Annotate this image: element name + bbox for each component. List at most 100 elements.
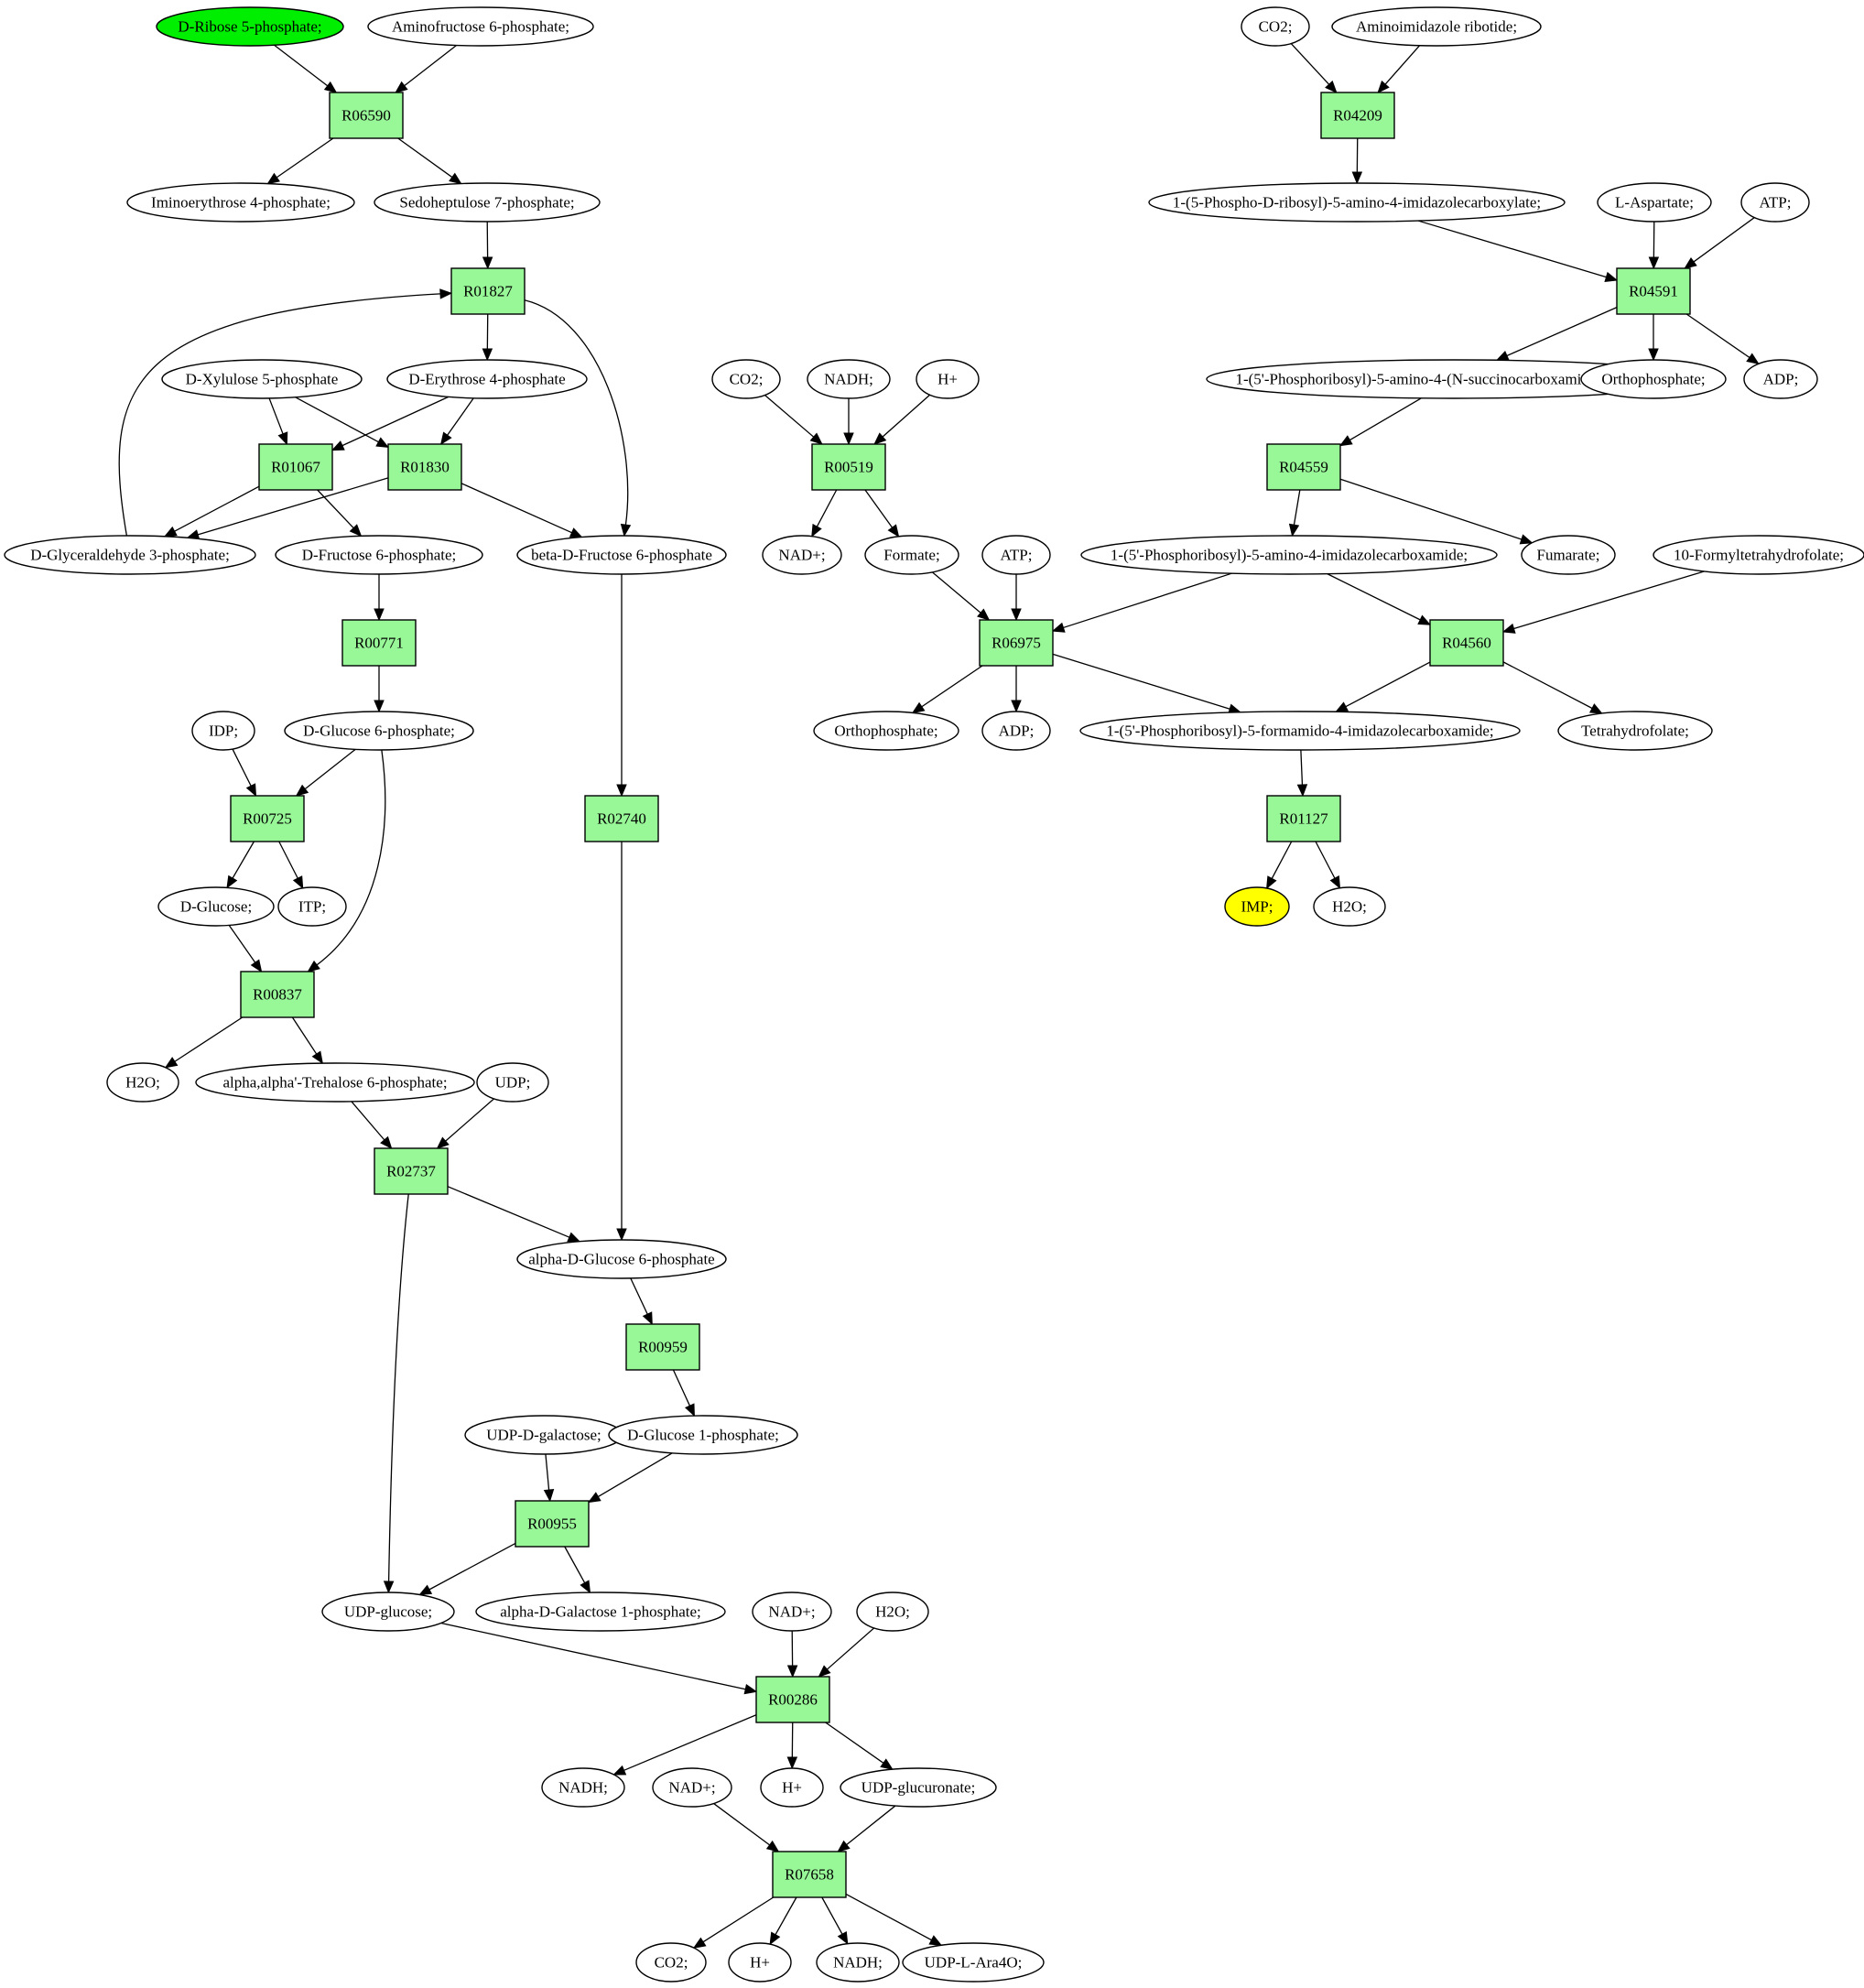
reaction-node-r06975: R06975 <box>979 619 1054 667</box>
m-faicar-label: 1-(5'-Phosphoribosyl)-5-formamido-4-imid… <box>1106 722 1493 740</box>
edge-r-R00837-to-m-tre6p <box>291 1016 318 1055</box>
edge-r-R00955-to-m-udpglc <box>428 1542 516 1591</box>
metabolite-shape-atp-a <box>981 535 1051 575</box>
metabolite-shape-nadp-b <box>652 1767 732 1808</box>
metabolite-node-nadp-b: NAD+; <box>652 1767 732 1808</box>
reaction-node-r01067: R01067 <box>258 443 333 491</box>
edge-m-afruc6p-to-r-R06590-arrowhead <box>395 81 408 93</box>
edge-m-h2o-b-to-r-R00286 <box>826 1627 875 1670</box>
edge-m-cair-to-r-R04591 <box>1417 220 1607 278</box>
edge-r-R04560-to-m-faicar-arrowhead <box>1335 701 1349 712</box>
m-itp-label: ITP; <box>298 898 326 916</box>
edge-m-aicar-to-r-R04560 <box>1327 573 1421 621</box>
edge-m-glc6p-to-r-R00837 <box>316 749 386 966</box>
edge-r-R02740-to-m-aglc6p-arrowhead <box>616 1228 627 1242</box>
edge-m-10fthf-to-r-R04560-arrowhead <box>1501 623 1516 634</box>
metabolite-shape-cair <box>1148 182 1566 223</box>
edge-r-R07658-to-m-nadh-b <box>821 1896 843 1935</box>
metabolite-shape-bfru6p <box>516 535 727 575</box>
edge-r-R06590-to-m-sedo7p <box>397 137 453 179</box>
edge-m-sedo7p-to-r-R01827-arrowhead <box>482 256 493 270</box>
edge-m-saicar-to-r-R04559-arrowhead <box>1338 435 1353 447</box>
metabolite-node-itp: ITP; <box>277 886 347 927</box>
metabolite-node-ortho-b: Orthophosphate; <box>1580 359 1727 399</box>
reaction-box-r00771 <box>341 619 417 667</box>
edge-r-R00519-to-m-formate <box>864 489 894 528</box>
edge-m-tre6p-to-r-R02737-arrowhead <box>380 1135 393 1149</box>
r-R04209-label: R04209 <box>1333 107 1382 125</box>
edge-r-R04559-to-m-fumarate <box>1339 478 1523 540</box>
edge-r-R01830-to-m-bfru6p-arrowhead <box>569 527 583 538</box>
m-aglc6p-label: alpha-D-Glucose 6-phosphate <box>528 1251 714 1268</box>
edge-r-R04209-to-m-cair-arrowhead <box>1351 171 1363 185</box>
reaction-node-r00955: R00955 <box>515 1500 590 1548</box>
metabolite-shape-adp-a <box>981 711 1051 751</box>
m-nadp-c-label: NAD+; <box>778 547 825 564</box>
m-atp-a-label: ATP; <box>1001 547 1033 564</box>
edge-r-R01830-to-m-gap <box>197 477 389 536</box>
m-h-a-label: H+ <box>782 1779 802 1797</box>
edge-m-ery4p-to-r-R01067 <box>341 396 450 447</box>
edge-r-R00837-to-m-h2o-a <box>174 1016 244 1062</box>
metabolite-node-udp-a: UDP; <box>476 1062 549 1103</box>
m-agal1p-label: alpha-D-Galactose 1-phosphate; <box>500 1603 701 1621</box>
edge-m-glc-to-r-R00837-arrowhead <box>250 959 263 973</box>
reaction-box-r06975 <box>979 619 1054 667</box>
metabolite-node-h2o-b: H2O; <box>856 1591 929 1632</box>
edge-m-gap-to-r-R01827-arrowhead <box>439 288 453 299</box>
edge-m-tre6p-to-r-R02737 <box>351 1101 385 1141</box>
edge-m-atp-a-to-r-R06975-arrowhead <box>1011 608 1022 622</box>
reaction-box-r01127 <box>1266 795 1341 842</box>
edge-r-R04591-to-m-ortho-b-arrowhead <box>1648 348 1659 362</box>
r-R01827-label: R01827 <box>463 283 513 300</box>
reaction-box-r00725 <box>230 795 305 842</box>
reaction-node-r07658: R07658 <box>772 1851 847 1898</box>
metabolite-node-adp-a: ADP; <box>981 711 1051 751</box>
metabolite-node-ery4p: D-Erythrose 4-phosphate <box>386 359 588 399</box>
reaction-box-r02740 <box>584 795 659 842</box>
m-nadh-c-label: NADH; <box>824 371 873 388</box>
edge-m-h-c-to-r-R00519 <box>882 394 931 438</box>
edge-m-udpglcur-to-r-R07658 <box>846 1805 896 1846</box>
m-glc6p-label: D-Glucose 6-phosphate; <box>303 722 455 740</box>
edge-r-R01067-to-m-fru6p <box>317 489 354 529</box>
metabolite-node-nadh-a: NADH; <box>541 1767 625 1808</box>
edge-r-R07658-to-m-udpara <box>845 1893 932 1941</box>
edge-m-gap-to-r-R01827 <box>118 293 441 537</box>
edge-m-glc6p-to-r-R00837-arrowhead <box>307 960 320 972</box>
metabolite-node-h2o-c: H2O; <box>1313 886 1386 927</box>
m-formate-label: Formate; <box>883 547 939 564</box>
reaction-box-r04591 <box>1616 267 1691 315</box>
r-R00959-label: R00959 <box>638 1339 688 1356</box>
m-udpglc-label: UDP-glucose; <box>344 1603 432 1621</box>
reaction-node-r02737: R02737 <box>374 1147 449 1195</box>
reaction-node-r04209: R04209 <box>1320 92 1395 139</box>
reaction-node-r04591: R04591 <box>1616 267 1691 315</box>
metabolite-shape-fumarate <box>1521 535 1616 575</box>
metabolite-node-adp-b: ADP; <box>1743 359 1818 399</box>
m-adp-a-label: ADP; <box>999 722 1035 740</box>
m-nadp-a-label: NAD+; <box>768 1603 815 1621</box>
m-h2o-a-label: H2O; <box>125 1074 160 1092</box>
metabolite-shape-iminoery4p <box>126 182 355 223</box>
edge-r-R00837-to-m-h2o-a-arrowhead <box>164 1057 179 1069</box>
metabolite-node-saicar: 1-(5'-Phosphoribosyl)-5-amino-4-(N-succi… <box>1206 359 1702 399</box>
edge-m-glc1p-to-r-R00955-arrowhead <box>587 1492 601 1504</box>
metabolite-node-atp-b: ATP; <box>1740 182 1810 223</box>
edge-m-saicar-to-r-R04559 <box>1349 397 1422 441</box>
m-co2-a-label: CO2; <box>655 1954 688 1972</box>
edge-r-R00519-to-m-nadp-c <box>816 489 838 527</box>
metabolite-node-h-a: H+ <box>760 1767 824 1808</box>
edge-m-bfru6p-to-r-R02740-arrowhead <box>616 784 627 798</box>
reaction-node-r00959: R00959 <box>625 1323 700 1371</box>
edge-r-R00286-to-m-nadh-a-arrowhead <box>612 1765 627 1776</box>
metabolite-shape-ortho-b <box>1580 359 1727 399</box>
metabolite-node-formate: Formate; <box>864 535 959 575</box>
m-imp-label: IMP; <box>1241 898 1273 916</box>
m-asp-label: L-Aspartate; <box>1615 194 1694 212</box>
edge-r-R06975-to-m-faicar <box>1052 653 1230 710</box>
metabolite-node-h-b: H+ <box>728 1942 792 1983</box>
m-tre6p-label: alpha,alpha'-Trehalose 6-phosphate; <box>222 1074 447 1092</box>
edge-m-ery4p-to-r-R01830 <box>447 397 474 436</box>
m-fumarate-label: Fumarate; <box>1537 547 1600 564</box>
